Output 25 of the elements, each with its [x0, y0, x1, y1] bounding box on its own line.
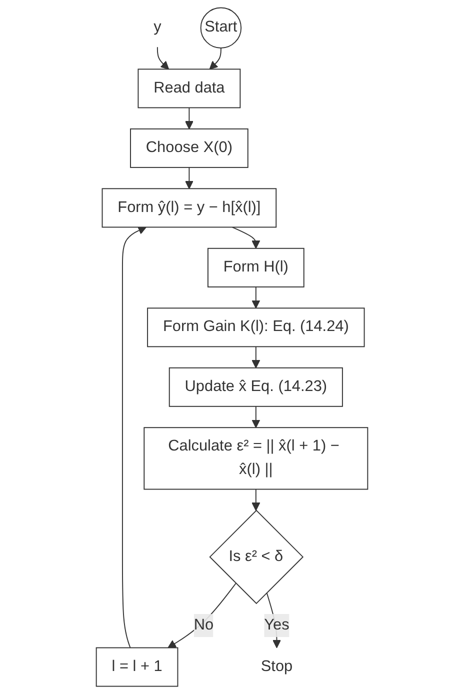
node-circle: Start [200, 7, 242, 48]
node-diamond: Is ε² < δ [209, 510, 304, 604]
node-box: Read data [138, 68, 241, 108]
arrow [252, 406, 260, 428]
node-box: l = l + 1 [96, 647, 178, 687]
arrow [209, 48, 222, 70]
node-box: Calculate ε² = || x̂(l + 1) − x̂(l) || [144, 427, 368, 490]
node-box: Form Gain K(l): Eq. (14.24) [147, 308, 365, 348]
arrow [252, 346, 260, 368]
arrow [252, 488, 260, 511]
arrow [184, 166, 194, 190]
arrow [156, 46, 170, 70]
node-box: Choose X(0) [130, 128, 248, 168]
node-text: y [154, 19, 162, 36]
arrow [252, 286, 260, 308]
arrow [232, 226, 260, 249]
node-box: Form ŷ(l) = y − h[x̂(l)] [102, 188, 277, 228]
arrow [122, 226, 147, 648]
edge-label: Yes [264, 616, 290, 634]
arrow [184, 107, 194, 130]
edge-label: No [194, 616, 214, 634]
node-text: Stop [260, 658, 293, 675]
node-box: Update x̂ Eq. (14.23) [168, 367, 343, 407]
arrow [168, 582, 236, 648]
node-box: Form H(l) [207, 248, 304, 288]
